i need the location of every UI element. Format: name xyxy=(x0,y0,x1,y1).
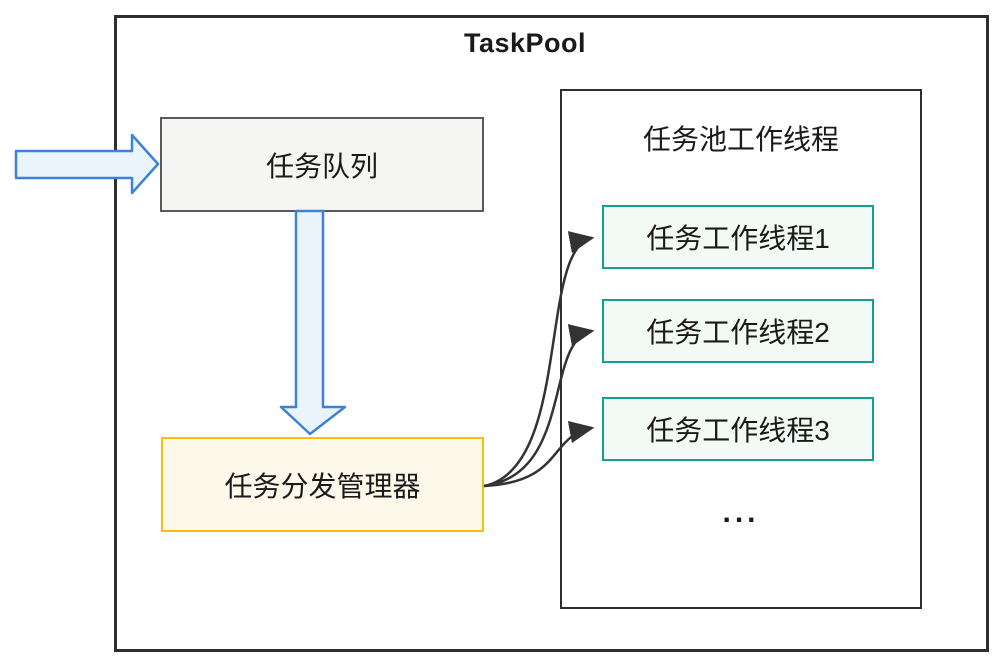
worker-pool-title: 任务池工作线程 xyxy=(642,124,839,155)
worker-thread-label-3: 任务工作线程3 xyxy=(646,415,830,446)
dispatcher-label: 任务分发管理器 xyxy=(224,470,421,502)
task-queue-box: 任务队列 xyxy=(160,117,484,212)
worker-thread-box-2: 任务工作线程2 xyxy=(602,299,874,363)
taskpool-container-box xyxy=(114,15,989,652)
worker-thread-box-3: 任务工作线程3 xyxy=(602,397,874,461)
worker-thread-box-1: 任务工作线程1 xyxy=(602,205,874,269)
worker-thread-label-2: 任务工作线程2 xyxy=(646,317,830,348)
worker-thread-label-1: 任务工作线程1 xyxy=(646,223,830,254)
task-queue-label: 任务队列 xyxy=(265,150,378,182)
dispatcher-box: 任务分发管理器 xyxy=(161,437,484,532)
diagram-title: TaskPool xyxy=(463,28,587,58)
more-workers-ellipsis: ... xyxy=(722,496,760,529)
